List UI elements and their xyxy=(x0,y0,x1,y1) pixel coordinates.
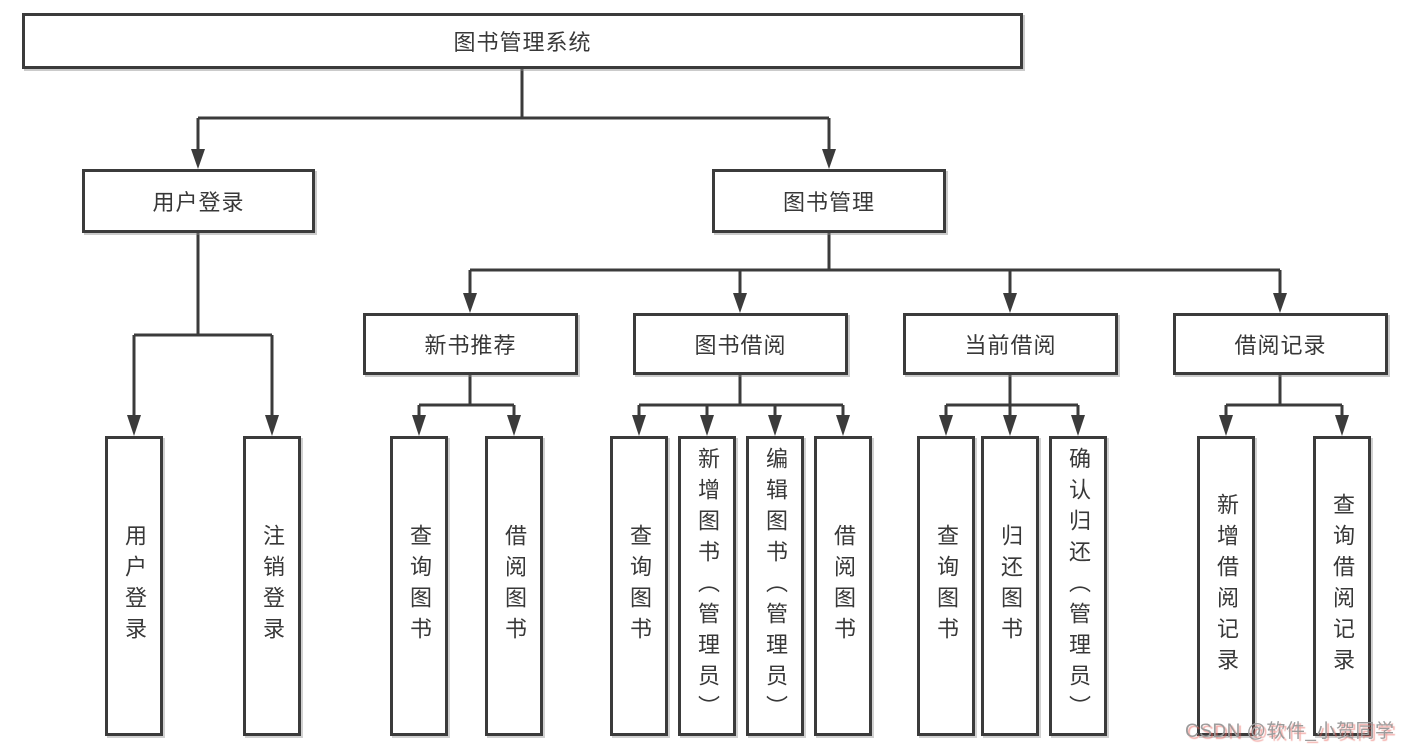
node-root-label: 图书管理系统 xyxy=(453,30,592,55)
csdn-watermark: CSDN @软件_小贺同学 xyxy=(1185,721,1395,742)
arrow-down-icon xyxy=(1003,415,1017,436)
arrow-down-icon xyxy=(700,415,714,436)
node-leaf-user-login: 用户登录 xyxy=(105,436,163,736)
node-leaf-records-add-label: 新增借阅记录 xyxy=(1214,493,1239,679)
node-leaf-records-query-label: 查询借阅记录 xyxy=(1330,493,1355,679)
node-leaf-borrow-add: 新增图书（管理员） xyxy=(678,436,736,736)
node-leaf-logout: 注销登录 xyxy=(243,436,301,736)
arrow-down-icon xyxy=(127,415,141,436)
node-leaf-current-query-label: 查询图书 xyxy=(934,524,959,648)
node-leaf-borrow-borrow-label: 借阅图书 xyxy=(831,524,856,648)
connector-borrow-records-to-leaves xyxy=(1219,375,1349,436)
node-leaf-current-return-label: 归还图书 xyxy=(998,524,1023,648)
arrow-down-icon xyxy=(768,415,782,436)
arrow-down-icon xyxy=(1071,415,1085,436)
node-book-mgmt-label: 图书管理 xyxy=(782,190,875,215)
node-leaf-newbooks-borrow: 借阅图书 xyxy=(485,436,543,736)
node-book-borrow: 图书借阅 xyxy=(633,313,848,375)
node-leaf-records-query: 查询借阅记录 xyxy=(1313,436,1371,736)
node-leaf-borrow-edit-label: 编辑图书（管理员） xyxy=(763,446,788,726)
node-leaf-borrow-query-label: 查询图书 xyxy=(627,524,652,648)
arrow-down-icon xyxy=(265,415,279,436)
connector-root-to-level2 xyxy=(191,69,836,169)
node-new-books: 新书推荐 xyxy=(363,313,578,375)
arrow-down-icon xyxy=(1273,293,1287,313)
node-leaf-borrow-borrow: 借阅图书 xyxy=(814,436,872,736)
connector-current-borrow-to-leaves xyxy=(939,375,1085,436)
node-leaf-user-login-label: 用户登录 xyxy=(122,524,147,648)
node-leaf-current-confirm: 确认归还（管理员） xyxy=(1049,436,1107,736)
arrow-down-icon xyxy=(1219,415,1233,436)
connector-new-books-to-leaves xyxy=(412,375,521,436)
node-book-mgmt: 图书管理 xyxy=(712,169,946,233)
arrow-down-icon xyxy=(822,149,836,169)
node-user-login: 用户登录 xyxy=(82,169,315,233)
arrow-down-icon xyxy=(191,149,205,169)
connector-book-mgmt-to-level3 xyxy=(463,232,1287,313)
node-current-borrow: 当前借阅 xyxy=(903,313,1118,375)
node-new-books-label: 新书推荐 xyxy=(424,333,517,358)
arrow-down-icon xyxy=(463,293,477,313)
arrow-down-icon xyxy=(733,293,747,313)
connector-book-borrow-to-leaves xyxy=(632,375,850,436)
node-leaf-current-query: 查询图书 xyxy=(917,436,975,736)
node-user-login-label: 用户登录 xyxy=(152,190,245,215)
node-borrow-records: 借阅记录 xyxy=(1173,313,1388,375)
node-leaf-borrow-add-label: 新增图书（管理员） xyxy=(695,446,720,726)
arrow-down-icon xyxy=(632,415,646,436)
node-root: 图书管理系统 xyxy=(22,13,1023,69)
node-leaf-borrow-query: 查询图书 xyxy=(610,436,668,736)
node-leaf-logout-label: 注销登录 xyxy=(260,524,285,648)
connector-user-login-to-leaves xyxy=(127,232,279,436)
node-current-borrow-label: 当前借阅 xyxy=(964,333,1057,358)
arrow-down-icon xyxy=(412,415,426,436)
arrow-down-icon xyxy=(1003,293,1017,313)
node-leaf-borrow-edit: 编辑图书（管理员） xyxy=(746,436,804,736)
node-borrow-records-label: 借阅记录 xyxy=(1234,333,1327,358)
arrow-down-icon xyxy=(836,415,850,436)
node-leaf-newbooks-borrow-label: 借阅图书 xyxy=(502,524,527,648)
node-leaf-current-confirm-label: 确认归还（管理员） xyxy=(1066,446,1091,726)
node-leaf-newbooks-query-label: 查询图书 xyxy=(407,524,432,648)
node-leaf-records-add: 新增借阅记录 xyxy=(1197,436,1255,736)
node-leaf-current-return: 归还图书 xyxy=(981,436,1039,736)
arrow-down-icon xyxy=(507,415,521,436)
arrow-down-icon xyxy=(1335,415,1349,436)
arrow-down-icon xyxy=(939,415,953,436)
node-leaf-newbooks-query: 查询图书 xyxy=(390,436,448,736)
node-book-borrow-label: 图书借阅 xyxy=(694,333,787,358)
